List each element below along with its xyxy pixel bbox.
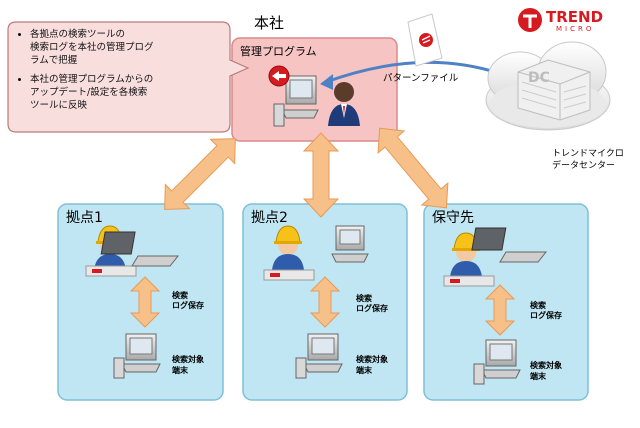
callout-list: 各拠点の検索ツールの 検索ログを本社の管理プログ ラムで把握 本社の管理プログラ… [18, 28, 228, 112]
search-log-label-2: ログ保存 [172, 301, 204, 310]
site2-search-device-icon [263, 269, 315, 281]
search-log-label-1: 検索 [172, 291, 188, 300]
management-program-label: 管理プログラム [240, 45, 317, 58]
search-target-label-2: 端末 [172, 366, 188, 375]
pattern-file-document-icon [407, 13, 443, 67]
site3-target-pc-icon [473, 339, 521, 385]
arrow-site3-internal [484, 284, 516, 336]
site1-laptop-icon [100, 231, 180, 267]
datacenter-label-1: トレンドマイクロ [552, 149, 624, 159]
callout-bubble [7, 21, 250, 133]
site-title: 拠点1 [66, 210, 103, 226]
search-log-label-1: 検索 [530, 301, 546, 310]
site2-worker-icon [272, 225, 304, 270]
site-title: 拠点2 [251, 210, 288, 226]
arrow-hq-site3 [377, 127, 449, 209]
arrow-site2-internal [309, 276, 341, 328]
search-target-label-1: 検索対象 [172, 355, 204, 364]
datacenter-label-2: データセンター [552, 161, 616, 171]
site1-search-device-icon [85, 265, 137, 277]
management-program-icon [268, 65, 290, 87]
hq-pc-icon [273, 75, 319, 127]
trend-micro-logo-icon [518, 8, 542, 32]
callout-text: 各拠点の検索ツールの 検索ログを本社の管理プログ ラムで把握 本社の管理プログラ… [18, 28, 228, 118]
site3-search-device-icon [443, 275, 495, 287]
search-log-label-1: 検索 [356, 294, 372, 303]
site3-laptop-icon [471, 227, 548, 263]
arrow-site1-internal [129, 276, 161, 328]
search-target-label-2: 端末 [356, 366, 372, 375]
search-log-label-2: ログ保存 [530, 311, 562, 320]
site-title: 保守先 [432, 210, 474, 226]
datacenter-badge: DC [528, 70, 550, 86]
site2-target-pc-icon [295, 333, 343, 379]
administrator-icon [328, 82, 360, 126]
search-target-label-1: 検索対象 [356, 355, 388, 364]
site2-pc-icon [331, 225, 369, 263]
search-target-label-2: 端末 [530, 372, 546, 381]
hq-label: 本社 [254, 14, 285, 32]
search-log-label-2: ログ保存 [356, 304, 388, 313]
callout-item: 本社の管理プログラムからの アップデート/設定を各検索 ツールに反映 [30, 73, 228, 112]
pattern-file-label: パターンファイル [383, 73, 459, 84]
search-target-label-1: 検索対象 [530, 361, 562, 370]
site1-target-pc-icon [113, 333, 161, 379]
logo-text-trend: TREND [546, 8, 604, 26]
datacenter-cloud-icon [485, 41, 611, 131]
logo-text-micro: MICRO [556, 25, 595, 33]
arrow-hq-site2 [302, 132, 340, 218]
callout-item: 各拠点の検索ツールの 検索ログを本社の管理プログ ラムで把握 [30, 28, 228, 67]
arrow-hq-site1 [164, 138, 236, 210]
